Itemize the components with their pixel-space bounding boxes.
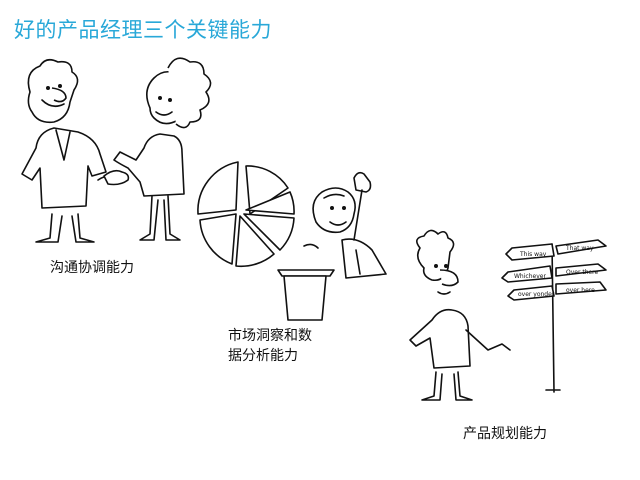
signpost-illustration: This way That way Whichever Over there o… bbox=[409, 229, 607, 401]
caption-communication: 沟通协调能力 bbox=[50, 260, 134, 276]
sign-label: over here bbox=[566, 287, 595, 294]
caption-line: 据分析能力 bbox=[228, 348, 298, 364]
sign-label: This way bbox=[519, 251, 547, 258]
presenter-figure bbox=[303, 171, 387, 279]
presenter-illustration bbox=[197, 161, 387, 321]
caption-product-planning: 产品规划能力 bbox=[463, 426, 547, 442]
sign-board bbox=[505, 243, 555, 261]
page-title: 好的产品经理三个关键能力 bbox=[14, 18, 272, 42]
handshake-illustration bbox=[21, 57, 212, 243]
signpost: This way That way Whichever Over there o… bbox=[501, 239, 607, 393]
pie-chart-drawing bbox=[197, 161, 295, 268]
sign-board bbox=[555, 239, 607, 255]
man-figure bbox=[21, 58, 117, 243]
podium bbox=[277, 269, 335, 321]
caption-market-insight: 市场洞察和数 据分析能力 bbox=[228, 326, 312, 366]
handshake-hands bbox=[103, 169, 130, 186]
sign-label: That way bbox=[565, 245, 594, 252]
sign-board bbox=[555, 263, 607, 277]
sign-label: Over there bbox=[566, 269, 599, 276]
sign-board bbox=[501, 265, 553, 283]
caption-line: 市场洞察和数 bbox=[228, 328, 312, 344]
sign-label: over yonder bbox=[518, 291, 555, 298]
woman-figure bbox=[113, 57, 212, 241]
sign-board bbox=[507, 285, 555, 301]
sign-label: Whichever bbox=[514, 273, 546, 280]
sign-board bbox=[555, 281, 607, 295]
confused-man-figure bbox=[409, 229, 511, 401]
